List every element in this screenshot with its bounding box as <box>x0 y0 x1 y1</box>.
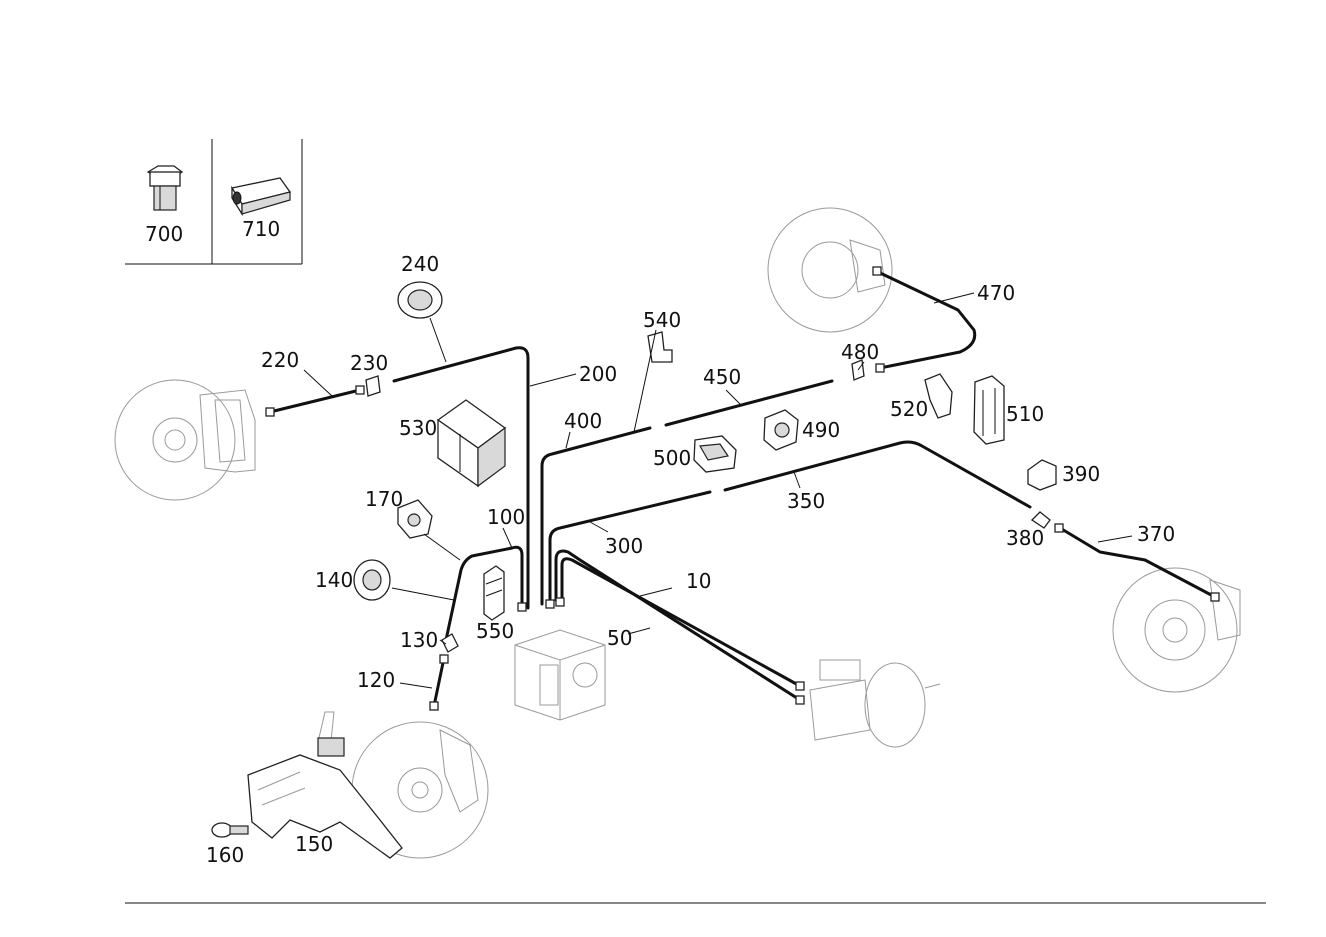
label-550: 550 <box>476 619 514 643</box>
part-240-grommet[interactable] <box>397 281 443 319</box>
pipe-200[interactable] <box>392 346 530 610</box>
pipe-10[interactable] <box>560 557 802 688</box>
label-500: 500 <box>653 446 691 470</box>
pipe-400[interactable] <box>540 426 652 606</box>
part-230-clip[interactable] <box>365 375 381 397</box>
pipe-50[interactable] <box>554 549 802 702</box>
label-710: 710 <box>242 217 280 241</box>
label-380: 380 <box>1006 526 1044 550</box>
part-380-clip[interactable] <box>1030 511 1051 529</box>
label-510: 510 <box>1006 402 1044 426</box>
label-150: 150 <box>295 832 333 856</box>
part-510-bracket[interactable] <box>973 375 1005 445</box>
label-50: 50 <box>607 626 632 650</box>
part-700-fitting[interactable] <box>146 165 184 211</box>
pipe-end-fittings <box>265 266 1220 711</box>
label-300: 300 <box>605 534 643 558</box>
part-150-abs-sensor-bracket[interactable] <box>247 711 403 859</box>
label-400: 400 <box>564 409 602 433</box>
label-230: 230 <box>350 351 388 375</box>
front-left-brake-disc <box>114 379 256 501</box>
pipe-120[interactable] <box>432 656 446 708</box>
front-right-brake-disc <box>767 207 893 333</box>
label-140: 140 <box>315 568 353 592</box>
pipe-300[interactable] <box>548 490 712 606</box>
leader-lines <box>303 292 1133 689</box>
label-450: 450 <box>703 365 741 389</box>
label-10: 10 <box>686 569 711 593</box>
label-700: 700 <box>145 222 183 246</box>
label-240: 240 <box>401 252 439 276</box>
pipe-100[interactable] <box>444 545 524 642</box>
label-370: 370 <box>1137 522 1175 546</box>
abs-hydraulic-unit <box>514 629 606 721</box>
part-550-clip-holder[interactable] <box>483 565 505 621</box>
brake-pipes <box>268 269 1217 708</box>
part-520-bracket[interactable] <box>924 373 953 419</box>
part-710-connector[interactable] <box>230 177 292 217</box>
label-480: 480 <box>841 340 879 364</box>
part-530-foam-block[interactable] <box>436 399 507 488</box>
pipe-370[interactable] <box>1058 526 1217 599</box>
part-490-bracket[interactable] <box>763 409 799 451</box>
label-390: 390 <box>1062 462 1100 486</box>
label-160: 160 <box>206 843 244 867</box>
label-530: 530 <box>399 416 437 440</box>
inset-box <box>125 139 303 265</box>
label-350: 350 <box>787 489 825 513</box>
rear-right-brake-disc <box>1112 567 1241 693</box>
callout-labels: 10 50 100 120 130 140 150 160 170 200 22… <box>145 217 1175 867</box>
pipe-220[interactable] <box>268 388 362 414</box>
label-130: 130 <box>400 628 438 652</box>
part-130-clip[interactable] <box>441 633 459 653</box>
label-170: 170 <box>365 487 403 511</box>
label-120: 120 <box>357 668 395 692</box>
label-520: 520 <box>890 397 928 421</box>
label-200: 200 <box>579 362 617 386</box>
brake-master-cylinder-booster <box>809 659 941 748</box>
label-490: 490 <box>802 418 840 442</box>
pipe-450[interactable] <box>664 379 834 427</box>
label-540: 540 <box>643 308 681 332</box>
part-500-bracket[interactable] <box>693 435 737 473</box>
part-140-grommet[interactable] <box>353 559 391 601</box>
label-470: 470 <box>977 281 1015 305</box>
part-170-bracket[interactable] <box>397 499 433 539</box>
part-390-bracket[interactable] <box>1027 459 1057 491</box>
pipe-470[interactable] <box>874 269 977 370</box>
part-540-bracket[interactable] <box>647 331 673 363</box>
pipe-350[interactable] <box>723 440 1032 509</box>
part-160-bolt[interactable] <box>211 822 249 838</box>
label-100: 100 <box>487 505 525 529</box>
label-220: 220 <box>261 348 299 372</box>
